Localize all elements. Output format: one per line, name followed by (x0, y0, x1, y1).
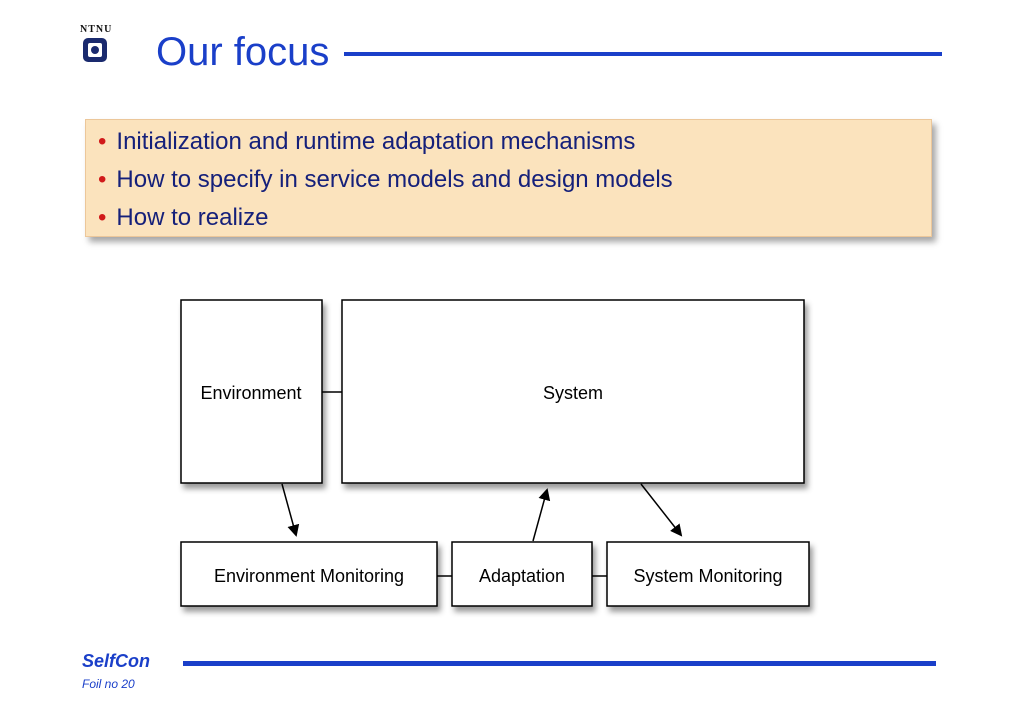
title-rule (344, 52, 942, 56)
environment-box (180, 299, 323, 484)
system-monitoring-box (606, 541, 810, 607)
footer-rule (183, 661, 936, 666)
adaptation-label: Adaptation (479, 566, 565, 586)
system-monitoring-label: System Monitoring (633, 566, 782, 586)
env-to-envmon-arrow (281, 483, 300, 537)
footer-title: SelfCon (82, 651, 151, 671)
bullet-item: How to specify in service models and des… (98, 161, 672, 199)
bullet-item: How to realize (98, 199, 673, 237)
environment-monitoring-label: Environment Monitoring (214, 566, 404, 586)
environment-monitoring-box (180, 541, 438, 607)
bullet-item: Initialization and runtime adaptation me… (98, 123, 673, 161)
system-box (341, 299, 805, 484)
ntnu-emblem-icon (83, 38, 107, 62)
adaptation-box (451, 541, 593, 607)
environment-label: Environment (200, 383, 301, 403)
ntnu-logo: NTNU (80, 24, 130, 80)
system-to-sysmon-arrow (640, 483, 683, 537)
page-title: Our focus (156, 30, 330, 74)
bullet-list: Initialization and runtime adaptation me… (98, 123, 673, 237)
logo-text: NTNU (80, 24, 113, 35)
system-label: System (543, 383, 603, 403)
footer-subtitle: Foil no 20 (82, 677, 135, 691)
adapt-to-system-arrow (532, 488, 551, 542)
bullet-box: Initialization and runtime adaptation me… (85, 119, 932, 237)
